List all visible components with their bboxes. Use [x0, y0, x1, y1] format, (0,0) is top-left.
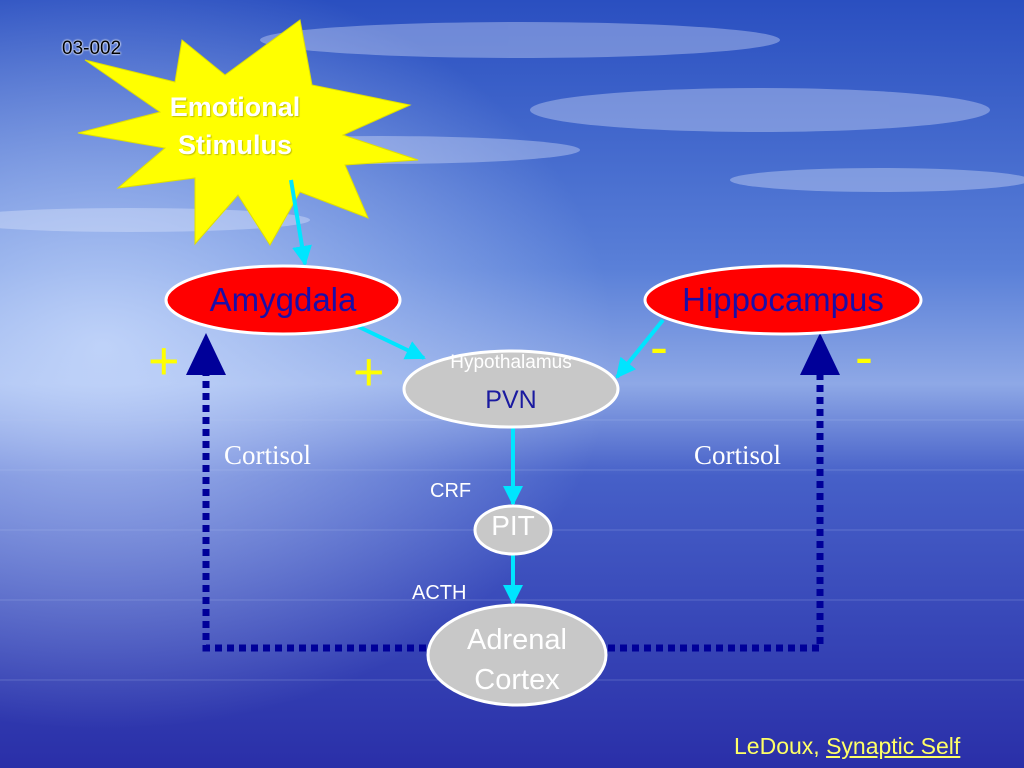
cortisol-feedback-right: [608, 375, 824, 652]
arrow-hippocampus-to-hypothalamus: [615, 318, 665, 379]
acth-label: ACTH: [412, 582, 467, 604]
arrow-amygdala-to-hypothalamus: [354, 323, 426, 360]
hippocampus-label: Hippocampus: [682, 281, 884, 318]
minus-sign-center: -: [650, 317, 668, 377]
amygdala-node: [164, 264, 402, 336]
adrenal-cortex-label: Adrenal Cortex: [428, 620, 606, 700]
hypothalamus-label: Hypothalamus: [450, 352, 572, 373]
pit-label: PIT: [491, 510, 535, 541]
hippocampus-node: [643, 264, 923, 336]
pvn-label: PVN: [485, 386, 537, 414]
pit-node: [473, 504, 553, 556]
stimulus-line-1: Emotional: [169, 92, 301, 122]
citation-title-link[interactable]: Synaptic Self: [826, 733, 961, 759]
adrenal-line-1: Adrenal: [467, 624, 567, 656]
cortisol-feedback-left: [202, 375, 426, 652]
slide-reference: 03-002: [62, 38, 122, 59]
feedback-arrowhead-left: [186, 333, 226, 375]
plus-sign-center: +: [353, 342, 385, 402]
arrow-stimulus-to-amygdala: [289, 179, 312, 266]
amygdala-label: Amygdala: [209, 281, 357, 318]
hypothalamus-node: [402, 349, 620, 429]
citation-author: LeDoux,: [734, 733, 827, 759]
emotional-stimulus-label: Emotional Stimulus: [150, 88, 320, 164]
minus-sign-right: -: [855, 327, 873, 387]
emotional-stimulus-starburst: [77, 19, 419, 246]
plus-sign-left: +: [148, 331, 180, 391]
citation: LeDoux, Synaptic Self: [734, 733, 960, 760]
cortisol-label-left: Cortisol: [224, 440, 312, 470]
adrenal-line-2: Cortex: [474, 664, 560, 696]
cortisol-label-right: Cortisol: [694, 440, 782, 470]
stimulus-line-2: Stimulus: [177, 130, 292, 160]
adrenal-cortex-node: [426, 603, 608, 707]
crf-label: CRF: [430, 480, 472, 502]
feedback-arrowhead-right: [800, 333, 840, 375]
